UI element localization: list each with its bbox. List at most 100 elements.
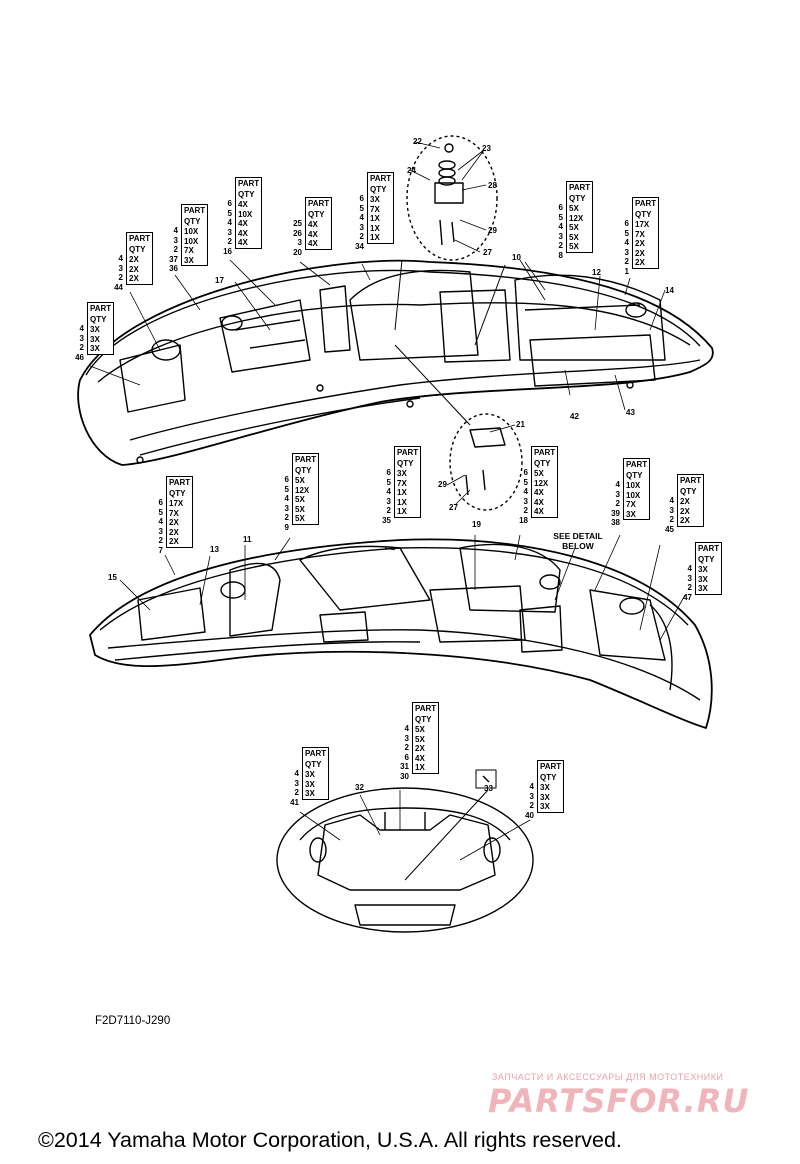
part-key: 5 (386, 477, 391, 487)
qty-cell: 2X (680, 497, 690, 506)
qty-cell: 2X (169, 518, 179, 527)
qty-cell: 12X (295, 485, 310, 495)
table-header: QTY (626, 471, 643, 480)
qty-cell: 2X (680, 516, 690, 525)
qty-cell: 5X (569, 204, 579, 213)
qty-cell: 3X (90, 325, 100, 334)
table-header: PART (534, 448, 556, 457)
part-key: 4 (173, 226, 178, 235)
qty-cell: 5X (295, 504, 305, 514)
qty-cell: 5X (415, 725, 425, 734)
qty-cell: 4X (308, 220, 318, 229)
qty-cell: 1X (397, 507, 407, 516)
qty-cell: 2X (129, 264, 139, 274)
table-ref-number: 44 (114, 282, 123, 292)
qty-cell: 7X (169, 508, 179, 518)
part-key: 6 (359, 194, 364, 203)
qty-cell: 10X (626, 490, 641, 500)
part-key: 2 (386, 506, 391, 515)
table-header: QTY (540, 773, 557, 782)
qty-cell: 5X (295, 476, 305, 485)
table-ref-number: 46 (75, 352, 84, 362)
part-key: 4 (687, 564, 692, 573)
table-ref-number: 20 (293, 247, 302, 257)
qty-cell: 4X (534, 507, 544, 516)
table-header: PART (698, 544, 720, 553)
part-key: 3 (529, 791, 534, 801)
qty-cell: 5X (415, 734, 425, 744)
qty-cell: 3X (540, 783, 550, 792)
callout-27: 27 (483, 248, 492, 257)
callout-12: 12 (592, 268, 601, 277)
part-key: 2 (624, 257, 629, 266)
qty-cell: 5X (534, 469, 544, 478)
qty-cell: 12X (534, 478, 549, 488)
part-key: 6 (386, 468, 391, 477)
part-key: 2 (227, 237, 232, 246)
part-key: 3 (173, 235, 178, 245)
qty-cell: 3X (698, 584, 708, 593)
qty-cell: 1X (415, 763, 425, 772)
callout-22: 22 (413, 137, 422, 146)
part-key: 2 (158, 536, 163, 545)
part-key: 2 (529, 801, 534, 810)
callout-15: 15 (108, 573, 117, 582)
qty-cell: 4X (534, 488, 544, 497)
table-header: PART (397, 448, 419, 457)
table-ref-number: 7 (158, 545, 163, 555)
part-key: 6 (404, 752, 409, 762)
part-key: 4 (529, 782, 534, 791)
callout-43: 43 (626, 408, 635, 417)
part-key: 3 (227, 227, 232, 237)
table-ref-number: 8 (558, 250, 563, 260)
part-key: 5 (523, 477, 528, 487)
part-key: 4 (615, 480, 620, 489)
part-key: 2 (118, 273, 123, 282)
qty-cell: 4X (238, 219, 248, 228)
part-key: 6 (624, 219, 629, 228)
callout-13: 13 (210, 545, 219, 554)
table-ref-number: 40 (525, 810, 534, 820)
part-key: 2 (284, 513, 289, 522)
qty-cell: 4X (308, 229, 318, 239)
qty-cell: 3X (626, 509, 636, 519)
qty-cell: 5X (569, 242, 579, 251)
part-key: 6 (227, 199, 232, 208)
part-key: 3 (118, 263, 123, 273)
qty-cell: 7X (397, 478, 407, 488)
table-header: PART (415, 704, 437, 713)
part-key: 3 (386, 496, 391, 506)
qty-cell: 2X (635, 248, 645, 258)
qty-cell: 4X (238, 238, 248, 247)
qty-cell: 2X (415, 744, 425, 753)
part-key: 4 (79, 324, 84, 333)
drawing-id: F2D7110-J290 (95, 1015, 171, 1027)
part-key: 4 (284, 494, 289, 503)
part-key: 37 (169, 254, 178, 264)
qty-cell: 3X (305, 789, 315, 798)
part-key: 3 (615, 489, 620, 499)
table-header: QTY (370, 185, 387, 194)
table-ref-number: 36 (169, 264, 178, 273)
part-key: 3 (79, 333, 84, 343)
part-key: 4 (158, 517, 163, 526)
qty-cell: 2X (169, 537, 179, 546)
table-header: PART (238, 179, 260, 188)
qty-cell: 3X (305, 779, 315, 789)
